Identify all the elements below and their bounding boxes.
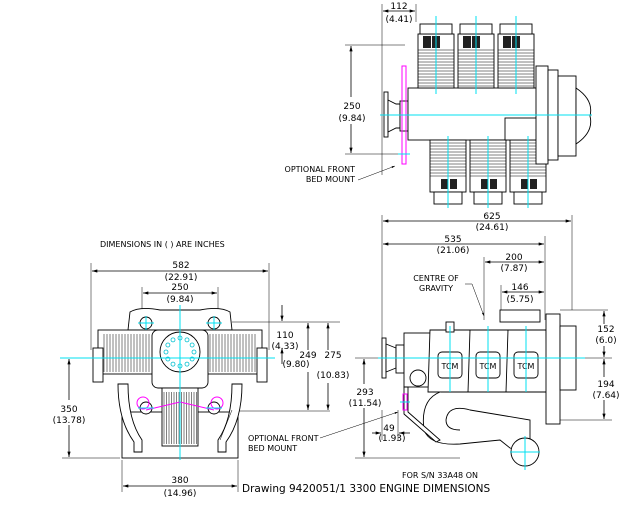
dim-350-mm: 350 — [60, 405, 77, 415]
dim-582-in: (22.91) — [165, 273, 198, 283]
centerlines-front — [60, 305, 275, 460]
prop-bolt-hole — [191, 349, 197, 355]
prop-bolt-hole — [184, 337, 190, 343]
prop-bolt-hole — [163, 349, 169, 355]
front-view: 582 (22.91) 250 (9.84) 110 (4.33) 249 (9… — [53, 261, 399, 499]
cooling-fins-front — [103, 334, 256, 372]
prop-bolt-hole — [189, 356, 195, 362]
bed-mount-callout-front-2: BED MOUNT — [248, 444, 297, 453]
dim-200-mm: 200 — [505, 253, 522, 263]
dim-146-mm: 146 — [511, 283, 528, 293]
dim-293-in: (11.54) — [349, 399, 382, 409]
dim-146-in: (5.75) — [506, 295, 533, 305]
dim-249-mm: 249 — [299, 351, 316, 361]
dim-250-front-in: (9.84) — [166, 295, 193, 305]
dim-535-mm: 535 — [444, 235, 461, 245]
dim-194-mm: 194 — [597, 380, 614, 390]
dim-250-top-mm: 250 — [343, 102, 360, 112]
centerlines-top — [380, 16, 592, 208]
dim-275-mm: 275 — [324, 351, 341, 361]
dim-250-front-mm: 250 — [171, 283, 188, 293]
prop-bolt-hole — [189, 342, 195, 348]
prop-bolt-circle — [163, 335, 197, 369]
dim-49-mm: 49 — [383, 424, 395, 434]
dim-110-mm: 110 — [276, 331, 293, 341]
sump-fins — [163, 392, 197, 444]
cg-label-1: CENTRE OF — [413, 274, 459, 283]
dim-250-top-in: (9.84) — [338, 114, 365, 124]
dim-49-in: (1.93) — [378, 434, 405, 444]
units-note: DIMENSIONS IN ( ) ARE INCHES — [100, 240, 225, 249]
prop-bolt-hole — [170, 361, 176, 367]
dim-110-in: (4.33) — [271, 342, 298, 352]
drawing-title: Drawing 9420051/1 3300 ENGINE DIMENSIONS — [242, 483, 491, 495]
dim-350-in: (13.78) — [53, 416, 86, 426]
prop-bolt-hole — [165, 342, 171, 348]
dim-112-mm: 112 — [390, 2, 407, 12]
dim-112-in: (4.41) — [385, 15, 412, 25]
dim-380-mm: 380 — [171, 476, 188, 486]
dim-625-in: (24.61) — [476, 223, 509, 233]
prop-bolt-hole — [170, 337, 176, 343]
prop-bolt-hole — [184, 361, 190, 367]
dim-200-in: (7.87) — [500, 264, 527, 274]
prop-bolt-hole — [165, 356, 171, 362]
dim-380-in: (14.96) — [164, 489, 197, 499]
dim-535-in: (21.06) — [437, 246, 470, 256]
dim-152-mm: 152 — [597, 325, 614, 335]
dim-152-in: (6.0) — [595, 336, 616, 346]
bed-mount-callout-top-1: OPTIONAL FRONT — [285, 165, 356, 174]
top-view: 112 (4.41) 250 (9.84) OPTIONAL FRONT BED… — [285, 2, 592, 208]
bed-mount-callout-top-2: BED MOUNT — [306, 175, 355, 184]
serial-note: FOR S/N 33A48 ON — [402, 471, 478, 480]
dim-625-mm: 625 — [483, 212, 500, 222]
dim-194-in: (7.64) — [592, 391, 619, 401]
centerlines-side — [378, 326, 585, 470]
side-view: 625 (24.61) 535 (21.06) 200 (7.87) 146 (… — [349, 212, 620, 470]
dim-293-mm: 293 — [356, 388, 373, 398]
cg-label-2: GRAVITY — [419, 284, 453, 293]
bed-mount-callout-front-1: OPTIONAL FRONT — [248, 434, 319, 443]
dim-582-mm: 582 — [172, 261, 189, 271]
dim-249-in: (9.80) — [282, 360, 309, 370]
dim-275-in: (10.83) — [317, 371, 350, 381]
